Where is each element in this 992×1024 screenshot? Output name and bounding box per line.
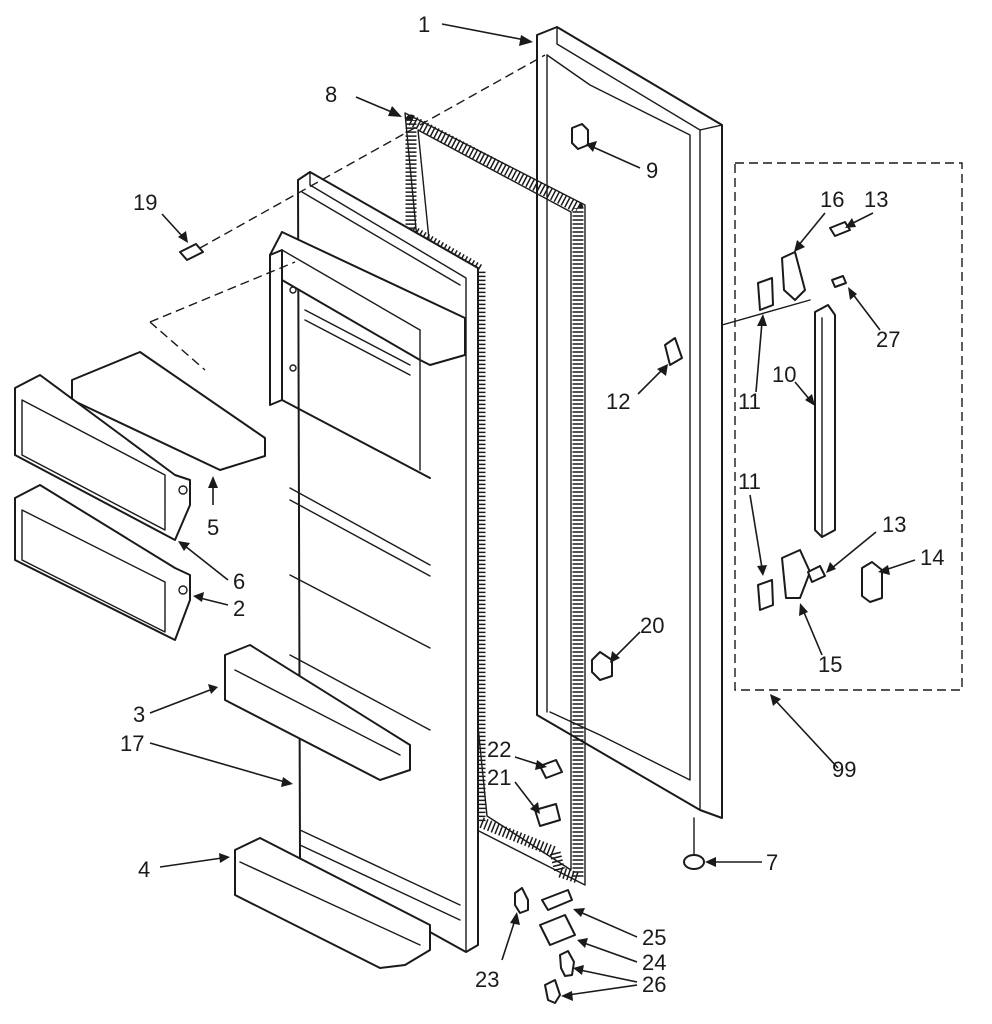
callout-17: 17: [120, 731, 144, 756]
callout-26: 26: [642, 972, 666, 997]
callout-10: 10: [772, 362, 796, 387]
callout-7: 7: [766, 850, 778, 875]
callout-1: 1: [418, 12, 430, 37]
callout-27: 27: [876, 327, 900, 352]
callout-23: 23: [475, 967, 499, 992]
callout-12: 12: [606, 389, 630, 414]
leader-lines: [149, 23, 916, 1001]
door-shelf: [224, 644, 411, 781]
callout-2: 2: [233, 596, 245, 621]
callout-6: 6: [233, 569, 245, 594]
bottom-door-shelf: [234, 837, 431, 969]
callout-21: 21: [487, 765, 511, 790]
small-parts: [514, 123, 705, 1004]
outer-door-panel: [536, 26, 723, 819]
handle-kit-box: [721, 162, 963, 691]
inner-door-liner: [269, 171, 479, 953]
callout-8: 8: [325, 82, 337, 107]
callout-15: 15: [818, 652, 842, 677]
upper-door-bin: [14, 374, 191, 541]
callout-5: 5: [207, 515, 219, 540]
callout-16: 16: [820, 187, 844, 212]
callout-4: 4: [138, 857, 150, 882]
callout-9: 9: [646, 158, 658, 183]
callout-25: 25: [642, 925, 666, 950]
callout-13: 13: [864, 187, 888, 212]
callout-11: 11: [738, 389, 761, 414]
callout-11: 11: [738, 469, 761, 494]
callout-24: 24: [642, 950, 666, 975]
callout-20: 20: [640, 613, 664, 638]
callout-99: 99: [832, 757, 856, 782]
callout-3: 3: [133, 702, 145, 727]
callout-14: 14: [920, 545, 944, 570]
callout-22: 22: [487, 737, 511, 762]
callout-19: 19: [133, 190, 157, 215]
callout-13: 13: [882, 512, 906, 537]
mounting-screw: [179, 54, 546, 261]
lower-door-bin: [14, 484, 191, 641]
callout-labels: 1 8 9 19 16 13 27 11 10 12 5 6 2 11 13 1…: [120, 12, 944, 997]
